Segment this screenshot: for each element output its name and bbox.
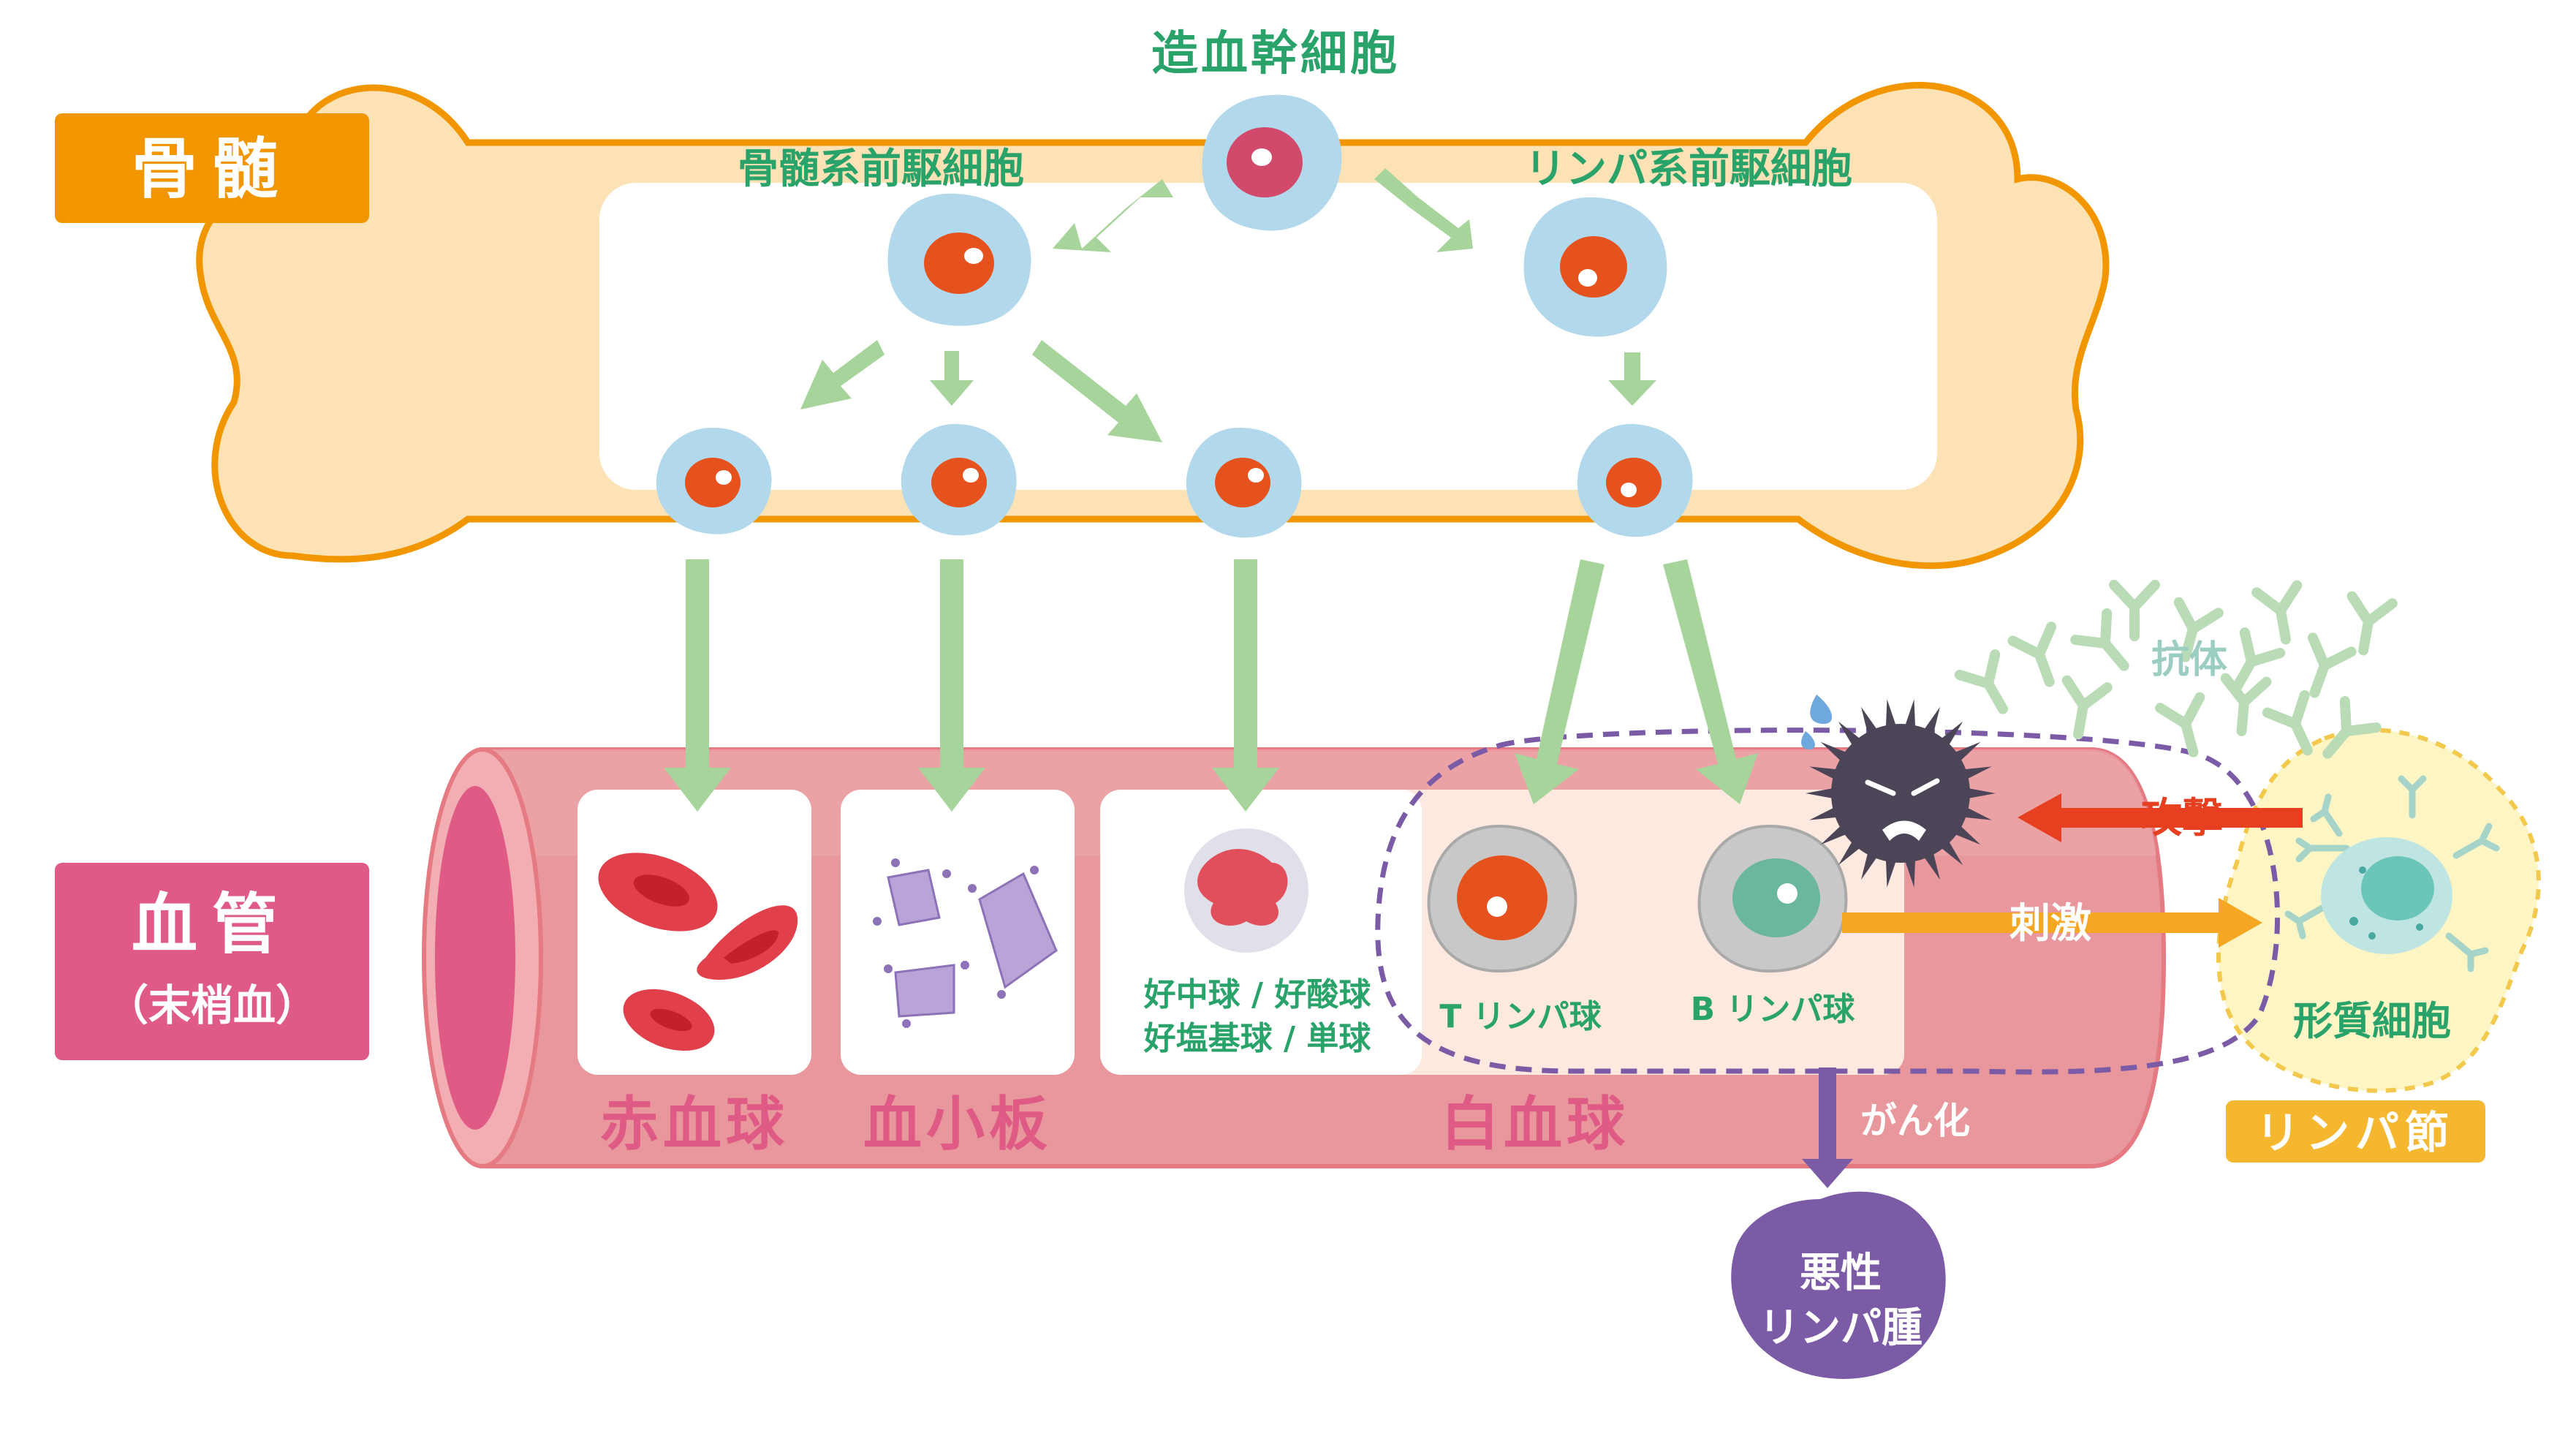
arrow-myeloid-to-granulocyte-precursor: [1032, 340, 1162, 442]
antibody-icon: [2262, 689, 2313, 756]
plasma-cell: [2284, 775, 2500, 972]
malignant-arrow: [1802, 1067, 1853, 1188]
peripheral-blood-text: （末梢血）: [106, 980, 318, 1030]
arrow-myeloid-to-rbc-precursor: [800, 340, 884, 409]
antibodies: [1954, 580, 2398, 759]
vessel-opening-inner: [435, 786, 515, 1130]
germ-spike: [1960, 766, 1992, 781]
sweat-drop-icon: [1801, 731, 1815, 749]
malignant-transformation-label: がん化: [1860, 1100, 1970, 1142]
rbc-precursor-cell: [656, 428, 772, 534]
t-lymphocyte-label: T リンパ球: [1439, 998, 1602, 1035]
germ-spike: [1885, 855, 1898, 888]
antibody-icon: [2322, 696, 2382, 759]
antibody-icon: [2173, 597, 2224, 662]
lymph-node-text: リンパ節: [2256, 1108, 2455, 1159]
malignant-lymphoma-line2: リンパ腫: [1759, 1304, 1922, 1352]
myeloid-progenitor-label: 骨髄系前駆細胞: [738, 146, 1024, 193]
antibody-label: 抗体: [2151, 638, 2227, 682]
antibody-icon: [2251, 580, 2303, 645]
lymphoid-progenitor-cell: [1523, 197, 1667, 337]
blood-vessel-text: 血管: [132, 886, 292, 963]
blood-vessel-label: 血管 （末梢血）: [55, 863, 369, 1060]
antibody-icon: [2007, 621, 2057, 687]
red-blood-cells: [598, 853, 798, 1051]
antibody-icon: [2109, 580, 2160, 641]
arrow-to-rbc: [664, 559, 731, 812]
arrow-to-t-cell: [1515, 559, 1605, 804]
antibody-icon: [2232, 627, 2286, 692]
bone-marrow-text: 骨髄: [132, 131, 292, 208]
antibody-icon: [2346, 591, 2398, 656]
malignant-lymphoma-line1: 悪性: [1800, 1250, 1882, 1297]
germ-spike: [1964, 787, 1996, 799]
germ-spike: [1885, 699, 1898, 731]
granulocyte-cell: [1184, 828, 1308, 953]
lymphocyte-region-outline: [1375, 728, 2281, 1075]
pathogen-germ: [1801, 695, 1996, 888]
granulocytes-line2-label: 好塩基球 / 単球: [1143, 1020, 1372, 1057]
arrow-to-platelet: [918, 559, 985, 812]
attack-label: 攻撃: [2141, 795, 2223, 842]
myeloid-progenitor-cell: [887, 193, 1031, 326]
antibody-icon: [2155, 692, 2205, 757]
antibody-icon: [2070, 608, 2129, 671]
lymphoid-progenitor-label: リンパ系前駆細胞: [1525, 146, 1852, 193]
arrow-myeloid-to-platelet-precursor: [930, 351, 974, 406]
antibody-icon: [1954, 649, 2008, 714]
stimulation-label: 刺激: [2009, 900, 2091, 948]
platelets: [873, 858, 1058, 1028]
arrow-stem-to-lymphoid: [1374, 168, 1473, 252]
germ-spike: [1960, 806, 1992, 820]
white-blood-cell-label: 白血球: [1441, 1090, 1629, 1158]
antibody-icon: [2220, 673, 2272, 736]
germ-spike: [1809, 806, 1841, 820]
platelet-precursor-cell: [901, 423, 1017, 536]
germ-spike: [1809, 766, 1841, 781]
differentiation-arrows: [664, 168, 1758, 812]
platelet-label: 血小板: [863, 1090, 1052, 1158]
malignant-lymphoma: 悪性 リンパ腫: [1731, 1191, 1946, 1379]
germ-spike: [1806, 787, 1837, 799]
b-lymphocyte-cell: [1697, 824, 1848, 973]
red-blood-cell-label: 赤血球: [600, 1090, 789, 1158]
granulocyte-precursor-cell: [1186, 427, 1302, 538]
germ-spike: [1903, 855, 1916, 888]
lymphocyte-precursor-cell: [1577, 423, 1693, 537]
arrow-stem-to-myeloid: [1053, 179, 1173, 252]
stimulation-arrow: [1842, 898, 2262, 948]
germ-spike: [1903, 699, 1916, 731]
b-lymphocyte-label: B リンパ球: [1691, 991, 1856, 1028]
arrow-lymphoid-to-lymphocyte-precursor: [1608, 352, 1656, 406]
hematopoietic-stem-cell-label: 造血幹細胞: [1151, 27, 1400, 81]
plasma-cell-label: 形質細胞: [2293, 998, 2451, 1044]
granulocytes-line1-label: 好中球 / 好酸球: [1143, 976, 1372, 1013]
bone-marrow-label: 骨髄: [55, 113, 369, 223]
t-lymphocyte-cell: [1427, 824, 1577, 973]
sweat-drop-icon: [1810, 695, 1833, 724]
attack-arrow: [2018, 793, 2303, 842]
antibody-icon: [2061, 675, 2113, 740]
arrow-to-b-cell: [1663, 559, 1758, 804]
antibody-icon: [2307, 632, 2357, 698]
hematopoietic-stem-cell: [1202, 94, 1342, 231]
arrow-to-granulocyte: [1212, 559, 1279, 812]
